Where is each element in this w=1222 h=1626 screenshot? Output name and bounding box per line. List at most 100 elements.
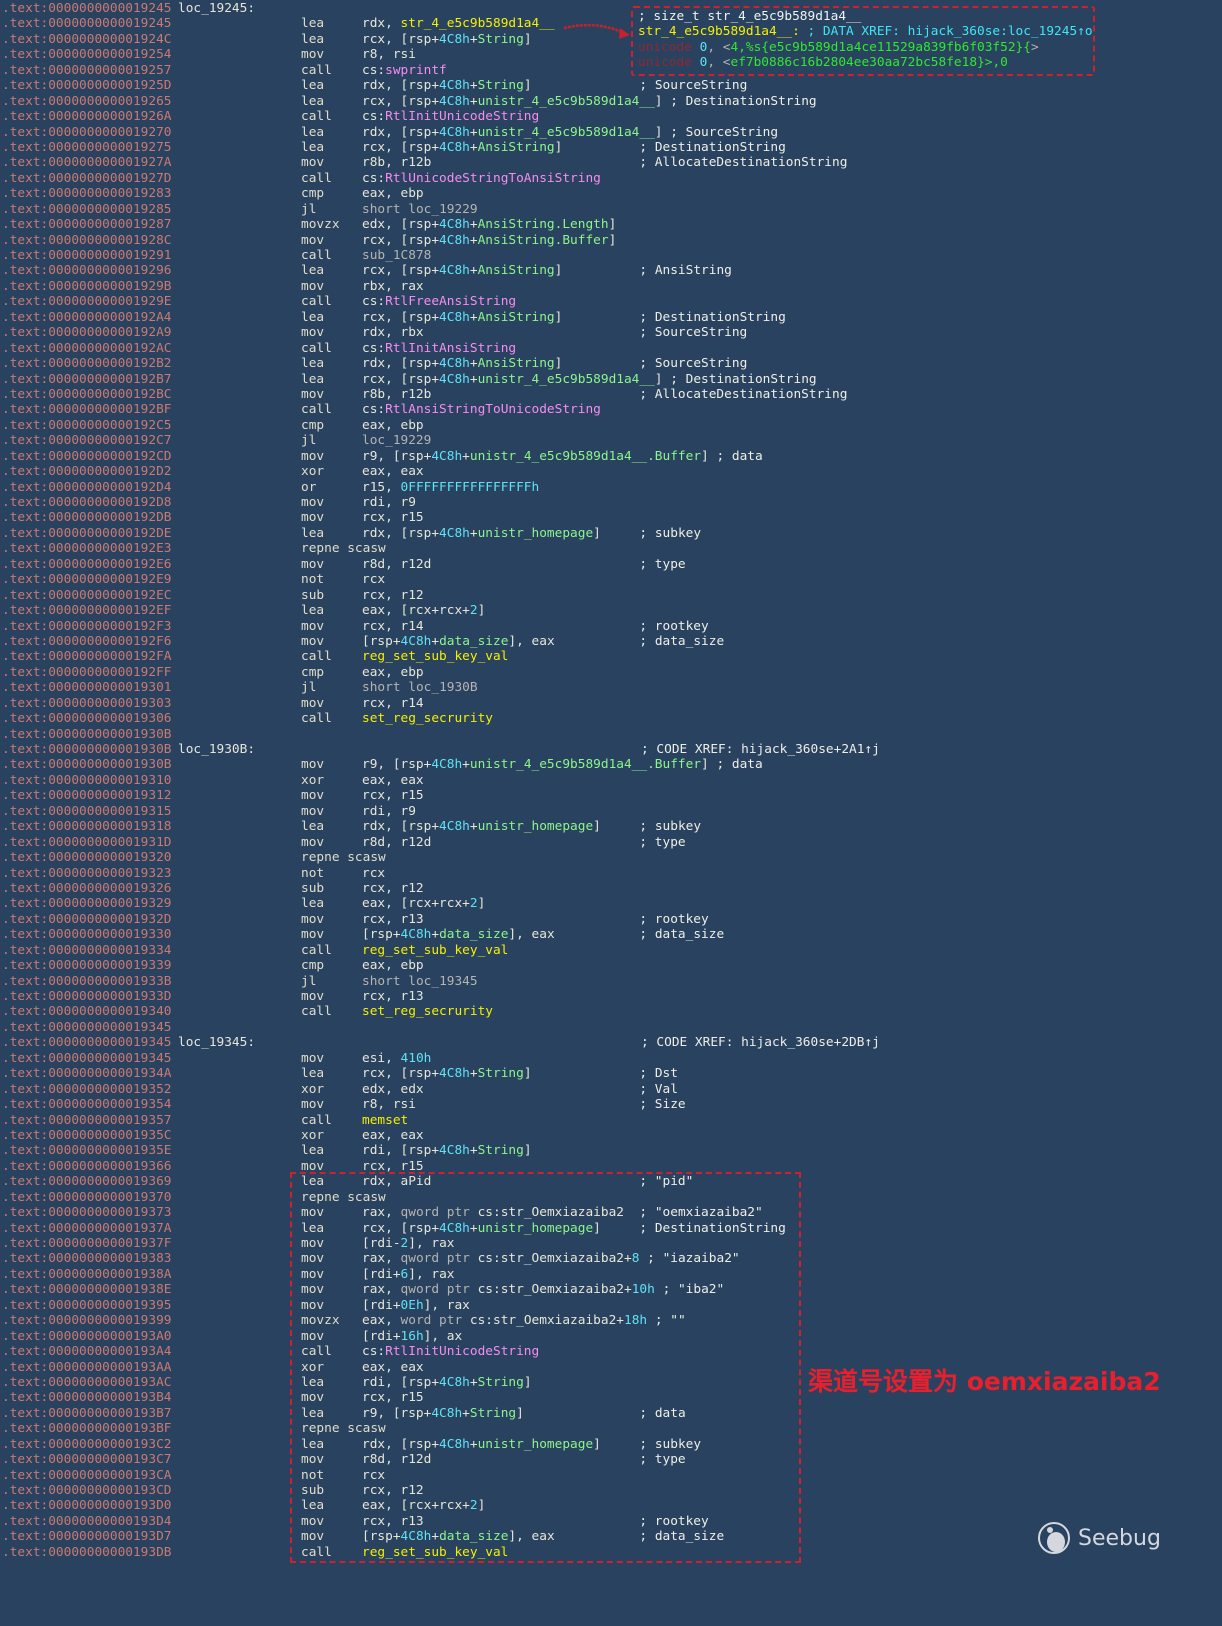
- listing-line[interactable]: .text:0000000000019345: [0, 1020, 1222, 1035]
- listing-line[interactable]: .text:000000000001930B: [0, 727, 1222, 742]
